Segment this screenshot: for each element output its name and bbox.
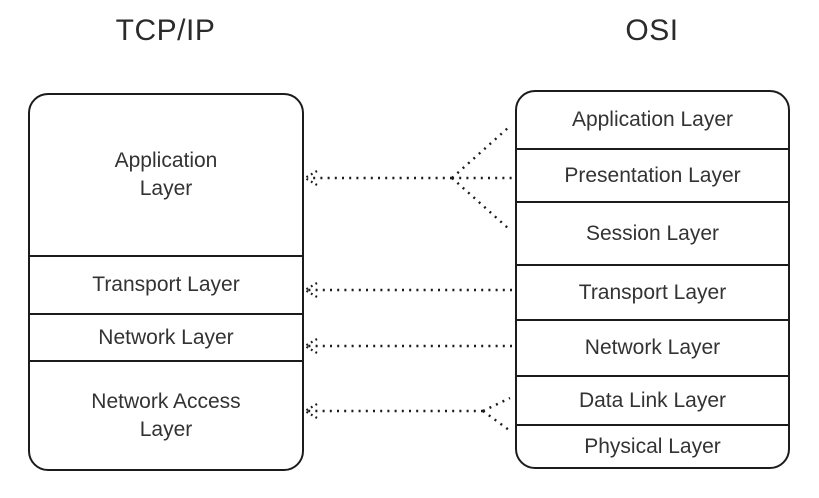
layer-label: Network Layer [584, 336, 721, 359]
osi-layer-data-link: Data Link Layer [517, 375, 788, 424]
tcpip-layer-application: Application Layer [30, 95, 302, 255]
tcpip-title: TCP/IP [115, 14, 216, 47]
tcpip-layer-network-access: Network Access Layer [30, 360, 302, 469]
connector-network-access-group [302, 396, 511, 431]
connector-network [302, 338, 512, 354]
left-arrowhead-icon [302, 338, 318, 354]
layer-label: Transport Layer [92, 273, 240, 296]
tcpip-layer-network: Network Layer [30, 313, 302, 360]
layer-label: Application Layer [114, 149, 218, 200]
osi-stack-box: Application Layer Presentation Layer Ses… [515, 90, 790, 469]
layer-label: Presentation Layer [564, 163, 741, 187]
osi-layer-physical: Physical Layer [517, 424, 788, 467]
layer-label: Physical Layer [584, 434, 721, 458]
connector-transport [302, 282, 512, 298]
tcpip-layer-transport: Transport Layer [30, 255, 302, 313]
osi-layer-transport: Transport Layer [517, 264, 788, 319]
connector-application-group [302, 126, 513, 230]
tcpip-stack-box: Application Layer Transport Layer Networ… [28, 93, 304, 471]
layer-label: Application Layer [571, 108, 734, 131]
osi-layer-network: Network Layer [517, 319, 788, 375]
osi-layer-presentation: Presentation Layer [517, 148, 788, 201]
left-arrowhead-icon [302, 170, 318, 186]
layer-label: Network Layer [98, 325, 234, 349]
layer-label: Transport Layer [578, 280, 727, 304]
osi-title: OSI [625, 14, 679, 47]
osi-layer-application: Application Layer [517, 92, 788, 148]
layer-label: Data Link Layer [578, 388, 727, 412]
left-arrowhead-icon [302, 282, 318, 298]
layer-label: Network Access Layer [91, 389, 241, 441]
layer-label: Session Layer [585, 221, 720, 245]
left-arrowhead-icon [302, 403, 318, 419]
osi-layer-session: Session Layer [517, 201, 788, 264]
